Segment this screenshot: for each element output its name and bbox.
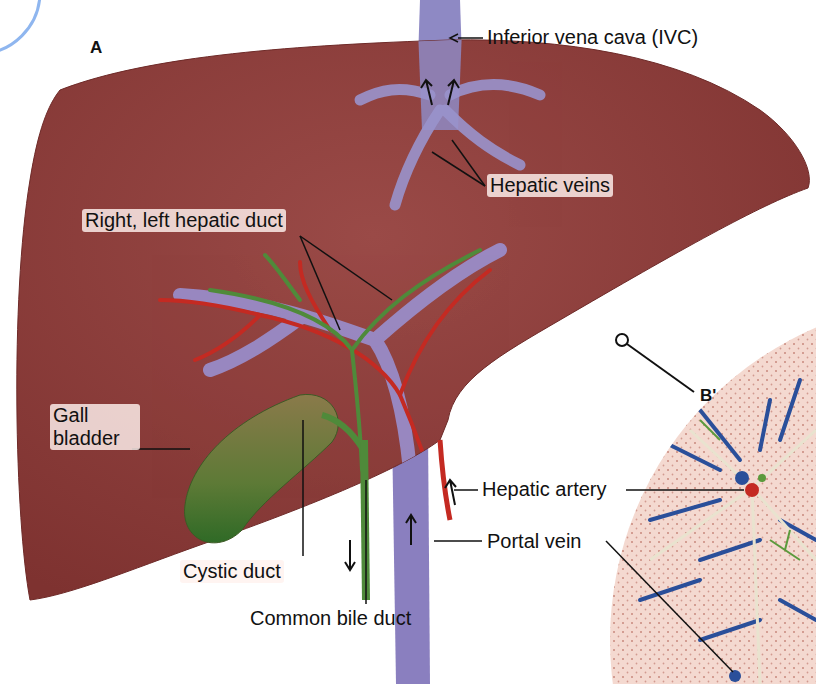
part-label: Hepatic veins — [487, 174, 613, 197]
lobule-inset — [600, 290, 816, 684]
hepatic-artery — [440, 440, 450, 520]
panel-letter: A — [90, 36, 102, 59]
part-label: Portal vein — [487, 530, 582, 553]
part-label: Cystic duct — [180, 560, 284, 583]
panel-letter: B' — [700, 384, 716, 407]
part-label: Common bile duct — [250, 607, 411, 630]
portal-vein — [392, 430, 430, 684]
part-label: Gall bladder — [50, 404, 140, 450]
flow-arrows — [345, 80, 459, 570]
leader-lines — [132, 34, 744, 672]
corner-arc — [0, 0, 40, 54]
part-label: Right, left hepatic duct — [82, 209, 286, 232]
gall-bladder — [185, 394, 339, 542]
cystic-duct — [322, 415, 362, 448]
part-label: Hepatic artery — [482, 478, 607, 501]
part-label: Inferior vena cava (IVC) — [487, 26, 698, 49]
